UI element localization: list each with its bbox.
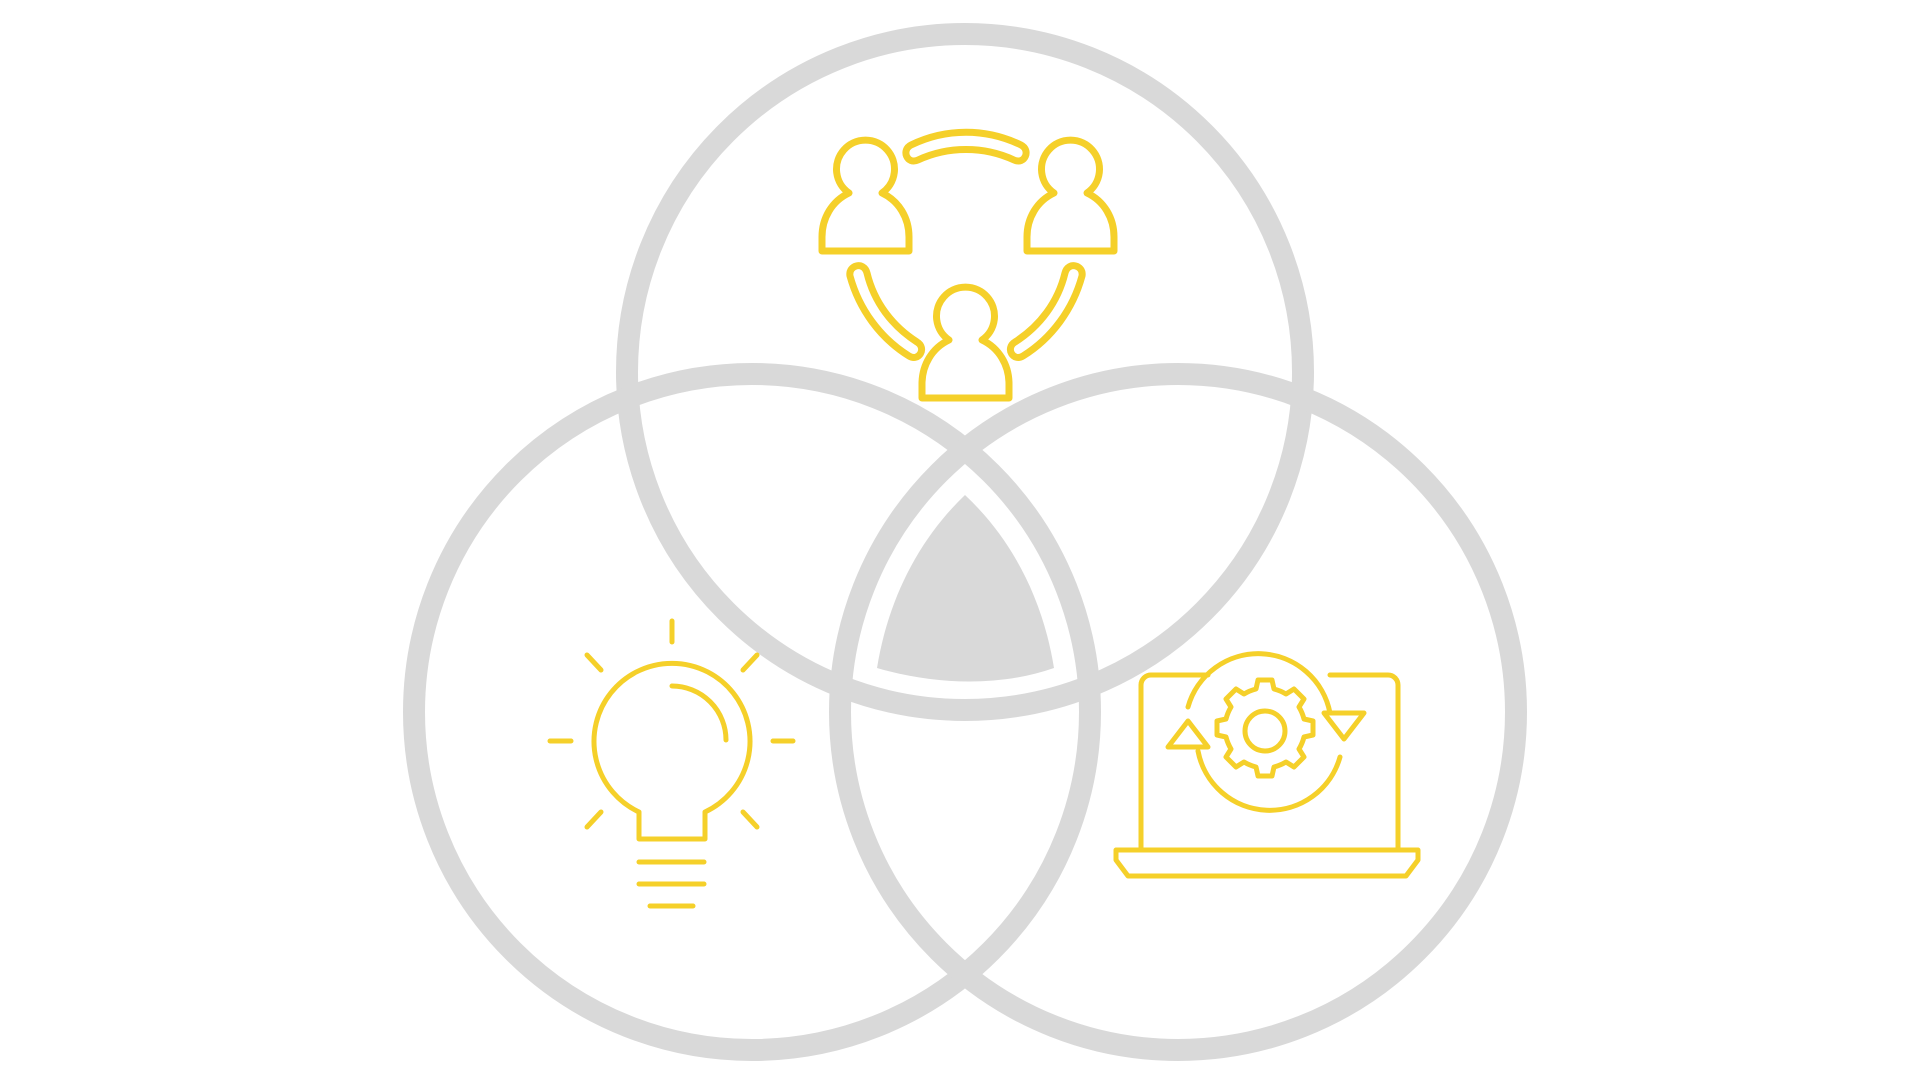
laptop-settings-gear-icon	[1113, 651, 1421, 879]
gear-hub	[1242, 708, 1288, 754]
venn-circle-right	[829, 363, 1527, 1061]
left-arc-connector	[846, 262, 925, 361]
team-collaboration-icon	[818, 128, 1118, 402]
refresh-arrow-top	[1185, 651, 1333, 716]
person-bottom-center-icon	[918, 283, 1013, 402]
laptop-screen	[1138, 672, 1401, 853]
person-top-right-icon	[1023, 136, 1118, 255]
lightbulb-idea-icon	[547, 618, 796, 909]
venn-circle-top	[616, 23, 1314, 721]
arrow-head-left	[1165, 718, 1211, 750]
center-overlap-fill	[877, 495, 1054, 682]
laptop-base	[1113, 847, 1421, 879]
top-arc-connector	[902, 128, 1030, 165]
bulb-outline	[591, 660, 753, 842]
refresh-arrow-bottom	[1195, 748, 1343, 813]
venn-circle-left	[403, 363, 1101, 1061]
gear-icon	[1214, 677, 1316, 779]
right-arc-connector	[1007, 262, 1086, 361]
bulb-highlight	[669, 683, 729, 743]
bulb-rays	[547, 618, 796, 830]
arrow-head-right	[1321, 710, 1367, 742]
person-top-left-icon	[818, 136, 913, 255]
